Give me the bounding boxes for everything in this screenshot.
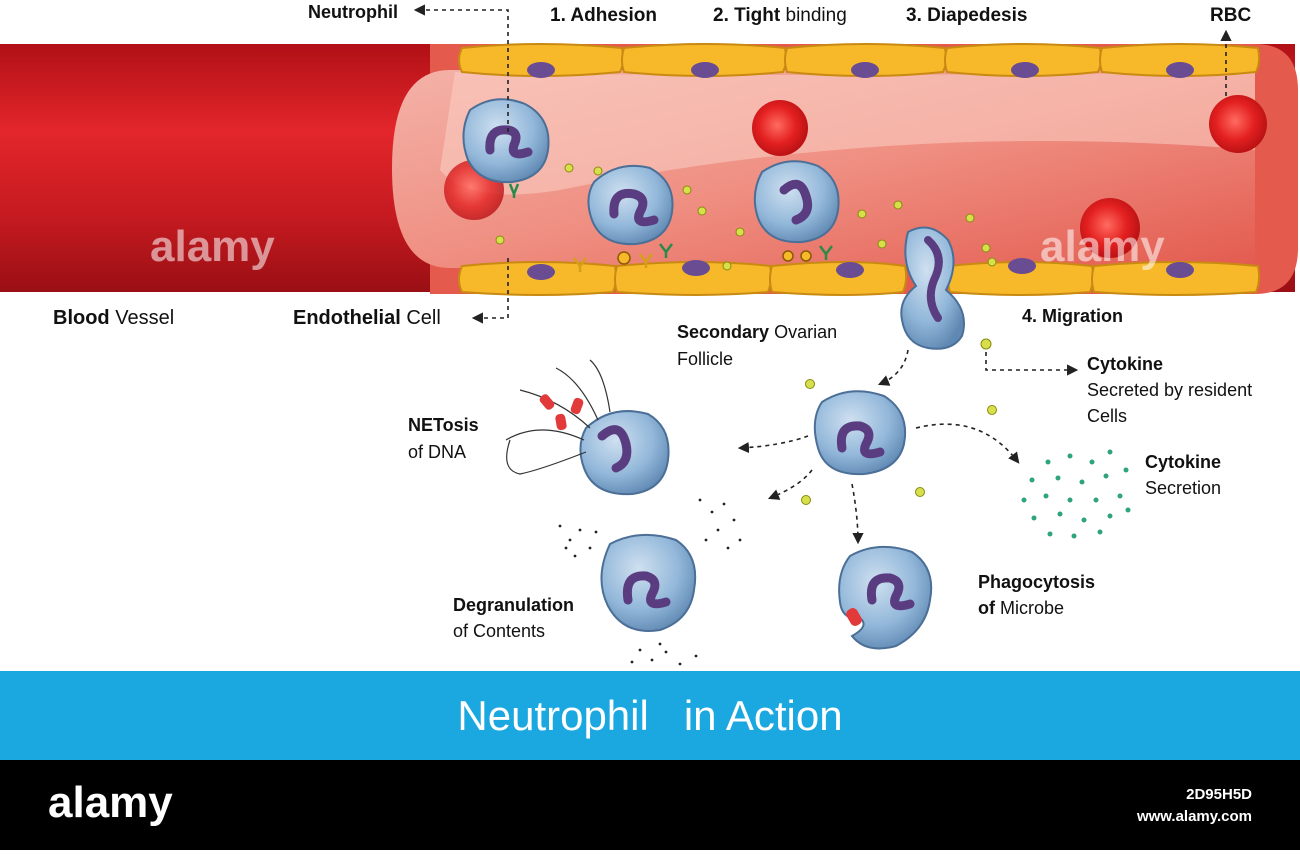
- cytokine-particles-vessel: [495, 163, 997, 271]
- footer-meta: 2D95H5D www.alamy.com: [1137, 784, 1252, 828]
- endothelium-bottom: [458, 258, 1261, 296]
- label-step2-rest: binding: [785, 5, 847, 26]
- label-secondary-ovarian: Secondary Ovarian: [677, 320, 837, 344]
- label-step-adhesion: 1. Adhesion: [550, 5, 657, 26]
- cytokine-dot-marker: [980, 338, 992, 350]
- cytokine-secretion-dots: [1021, 449, 1131, 539]
- label-cytokine-secretion-title: Cytokine: [1145, 452, 1222, 472]
- label-secondary-rest: Ovarian: [774, 322, 838, 342]
- banner-title: Neutrophil in Action: [457, 692, 843, 739]
- label-step-migration: 4. Migration: [1022, 306, 1124, 326]
- title-banner: [0, 671, 1300, 760]
- label-endo-rest: Cell: [406, 307, 441, 329]
- label-degranulation: Degranulation: [453, 595, 575, 615]
- label-of-contents: of Contents: [453, 621, 546, 641]
- label-endo-bold: Endothelial: [293, 307, 401, 329]
- neutrophil-central: [813, 390, 906, 476]
- footer-site: www.alamy.com: [1136, 808, 1252, 825]
- label-cytokine-resident: Cytokine: [1087, 354, 1164, 374]
- label-follicle: Follicle: [677, 349, 734, 369]
- label-netosis: NETosis: [408, 415, 479, 435]
- label-secreted-line1: Secreted by resident: [1087, 380, 1253, 400]
- label-blood-bold: Blood: [53, 307, 110, 329]
- netosis-cell: [505, 359, 670, 496]
- label-phago-of: of: [978, 598, 995, 618]
- label-secreted-line2: Cells: [1087, 406, 1128, 426]
- label-rbc: RBC: [1210, 5, 1252, 26]
- cytokine-particles-tissue: [801, 379, 997, 505]
- label-blood-rest: Vessel: [115, 307, 175, 329]
- footer-bar: [0, 760, 1300, 850]
- footer-logo: alamy: [48, 778, 173, 827]
- label-step-tight-binding: 2. Tight binding: [713, 4, 847, 28]
- phagocytosis-cell: [838, 545, 933, 650]
- degranulation-cell: [558, 498, 742, 666]
- label-endothelial-cell: Endothelial Cell: [293, 306, 441, 330]
- footer-image-id: 2D95H5D: [1186, 786, 1252, 803]
- label-step-diapedesis: 3. Diapedesis: [906, 5, 1028, 26]
- watermark: alamy: [1040, 222, 1165, 271]
- endothelium-top: [458, 43, 1261, 78]
- label-step2-bold: 2. Tight: [713, 5, 781, 26]
- label-arrows: [413, 4, 1232, 545]
- label-secretion: Secretion: [1145, 478, 1222, 498]
- adhesion-receptors: [508, 183, 833, 272]
- label-phagocytosis: Phagocytosis: [978, 572, 1096, 592]
- label-of-dna: of DNA: [408, 442, 467, 462]
- watermark: alamy: [150, 222, 275, 271]
- label-phago-rest: Microbe: [1000, 598, 1065, 618]
- label-secondary-bold: Secondary: [677, 322, 770, 342]
- label-neutrophil: Neutrophil: [308, 2, 398, 22]
- label-of-microbe: of Microbe: [978, 596, 1064, 620]
- neutrophil-cells-vessel: [462, 98, 965, 350]
- label-blood-vessel: Blood Vessel: [53, 306, 174, 330]
